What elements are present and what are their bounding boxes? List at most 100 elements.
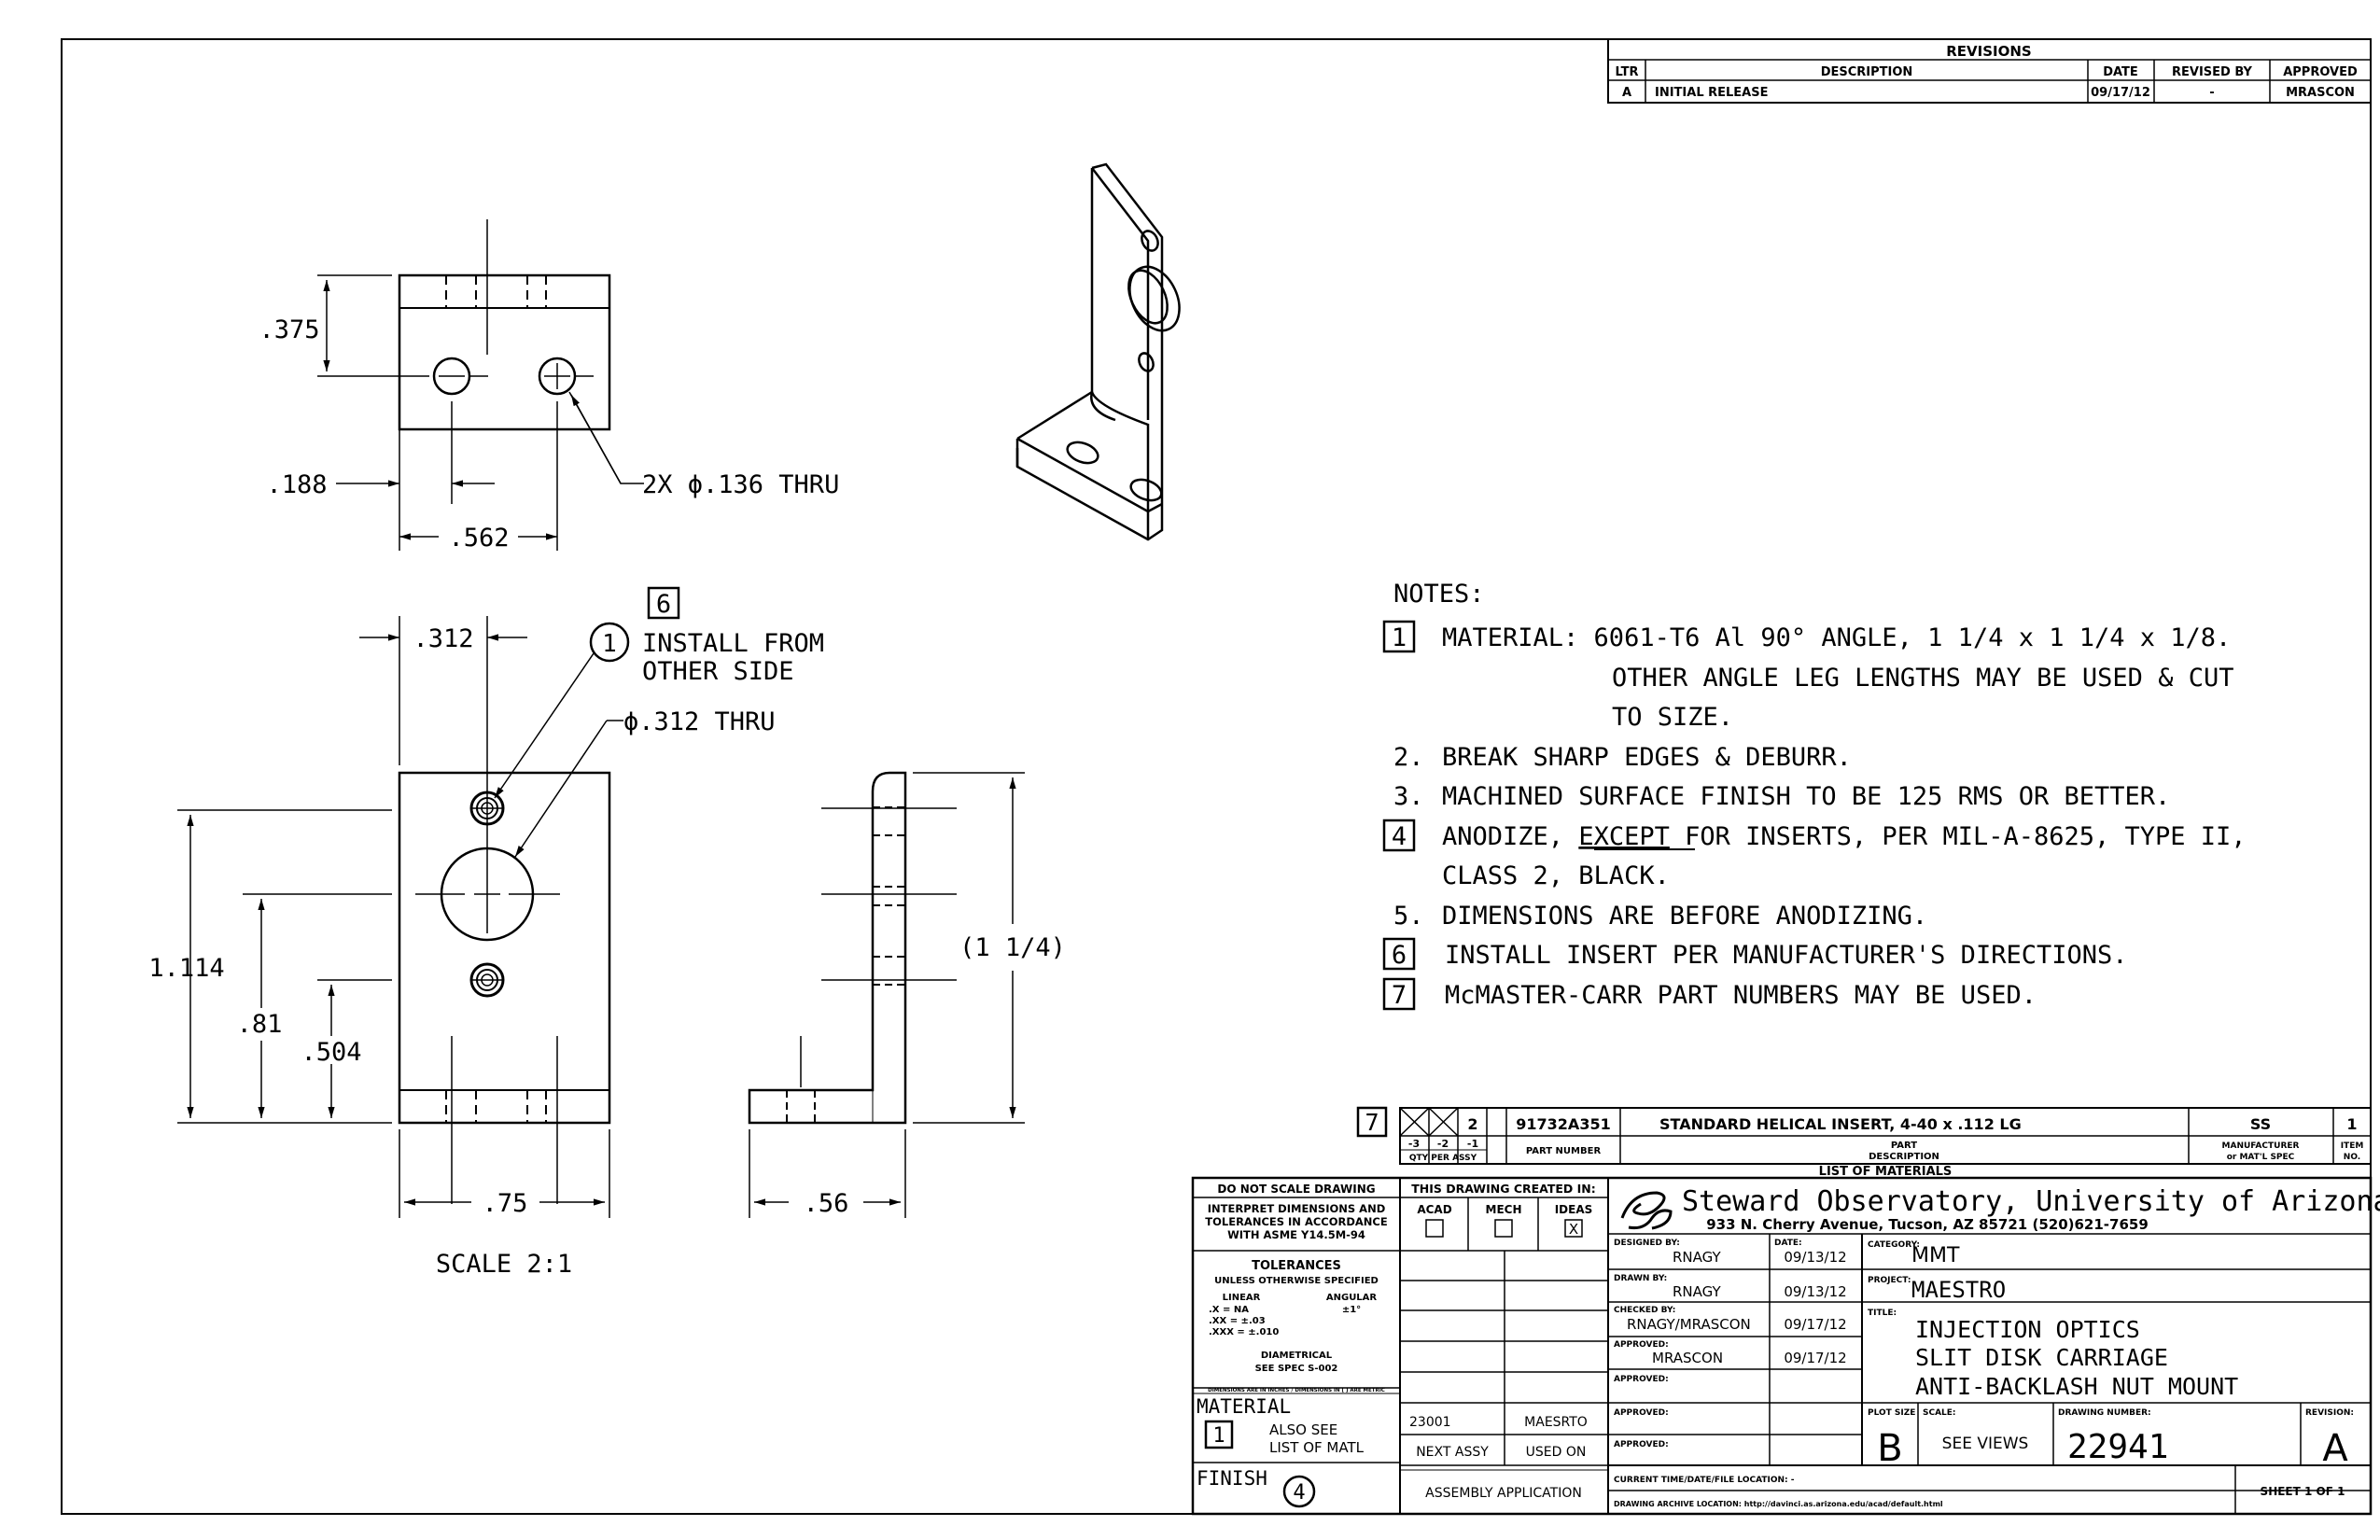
bom-item-header-2: NO.	[2344, 1153, 2360, 1162]
revisions-title: REVISIONS	[1946, 43, 2031, 60]
revisions-header-description: DESCRIPTION	[1821, 65, 1913, 79]
tol-angular-label: ANGULAR	[1326, 1293, 1378, 1303]
designed-by: RNAGY	[1673, 1249, 1722, 1266]
note-4-post: FOR INSERTS, PER MIL-A-8625, TYPE II,	[1670, 822, 2247, 851]
cad-mech-label: MECH	[1486, 1203, 1522, 1216]
bom-desc-header-1: PART	[1891, 1141, 1917, 1151]
used-on-value: MAESRTO	[1524, 1415, 1588, 1430]
drawn-by-label: DRAWN BY:	[1614, 1274, 1667, 1283]
revision-ltr: A	[1622, 86, 1631, 100]
revision-field: A	[2322, 1427, 2348, 1470]
bom-material: SS	[2250, 1115, 2271, 1133]
cad-acad-label: ACAD	[1417, 1203, 1451, 1216]
title-line-3: ANTI-BACKLASH NUT MOUNT	[1915, 1373, 2238, 1400]
title-line-1: INJECTION OPTICS	[1915, 1316, 2140, 1343]
top-hole-callout: 2X ϕ.136 THRU	[642, 470, 839, 499]
revision-approved: MRASCON	[2286, 86, 2355, 100]
bom-col-m3: -3	[1408, 1138, 1420, 1150]
bom-desc-header-2: DESCRIPTION	[1869, 1152, 1939, 1162]
drawn-by: RNAGY	[1673, 1283, 1722, 1300]
approved-4-label: APPROVED:	[1614, 1440, 1669, 1449]
cad-ideas-label: IDEAS	[1555, 1203, 1593, 1216]
interpret-line-3: WITH ASME Y14.5M-94	[1227, 1228, 1365, 1241]
note-3-tag: 3.	[1393, 782, 1424, 811]
note-7-tag: 7	[1392, 981, 1407, 1010]
tolerances-title: TOLERANCES	[1252, 1259, 1341, 1273]
title-block: DO NOT SCALE DRAWING INTERPRET DIMENSION…	[1191, 1176, 2380, 1516]
also-see-line-2: LIST OF MATL	[1269, 1439, 1365, 1456]
date-label: DATE:	[1774, 1239, 1802, 1248]
bom-part-number: 91732A351	[1516, 1115, 1610, 1133]
note-3-text: MACHINED SURFACE FINISH TO BE 125 RMS OR…	[1442, 782, 2170, 811]
sheet-border	[61, 38, 2372, 1515]
units-note: DIMENSIONS ARE IN INCHES / DIMENSIONS IN…	[1208, 1388, 1385, 1393]
designed-by-label: DESIGNED BY:	[1614, 1239, 1680, 1248]
designed-date: 09/13/12	[1784, 1249, 1846, 1266]
note-6-text: INSTALL INSERT PER MANUFACTURER'S DIRECT…	[1445, 941, 2128, 970]
dim-188: .188	[266, 470, 327, 499]
interpret-line-1: INTERPRET DIMENSIONS AND	[1208, 1202, 1386, 1215]
bom-description: STANDARD HELICAL INSERT, 4-40 x .112 LG	[1659, 1115, 2022, 1133]
bom-item: 1	[2346, 1115, 2357, 1133]
revision-field-label: REVISION:	[2305, 1408, 2354, 1418]
bom-material-header-1: MANUFACTURER	[2222, 1141, 2300, 1151]
also-see-line-1: ALSO SEE	[1269, 1421, 1337, 1438]
dim-312: .312	[413, 624, 473, 653]
tol-see-spec: SEE SPEC S-002	[1255, 1364, 1338, 1374]
revision-date: 09/17/12	[2091, 86, 2150, 100]
note-4-except: EXCEPT	[1578, 822, 1670, 851]
category-label: CATEGORY:	[1868, 1240, 1920, 1250]
project: MAESTRO	[1911, 1277, 2006, 1303]
bom-item-header-1: ITEM	[2341, 1141, 2364, 1151]
org-address: 933 N. Cherry Avenue, Tucson, AZ 85721 (…	[1706, 1216, 2149, 1233]
install-from-line2: OTHER SIDE	[642, 657, 794, 686]
tol-x: .X = NA	[1209, 1305, 1249, 1315]
dim-114-ref: (1 1/4)	[959, 933, 1066, 962]
created-in-label: THIS DRAWING CREATED IN:	[1411, 1182, 1596, 1196]
plot-size: B	[1877, 1427, 1902, 1470]
bom-col-m1: -1	[1467, 1138, 1478, 1150]
finish-label: FINISH	[1197, 1467, 1267, 1490]
note-5-tag: 5.	[1393, 902, 1424, 931]
scale-field-label: SCALE:	[1923, 1408, 1956, 1418]
title-line-2: SLIT DISK CARRIAGE	[1915, 1344, 2168, 1371]
bom-col-m2: -2	[1437, 1138, 1449, 1150]
note-1-line1: MATERIAL: 6061-T6 Al 90° ANGLE, 1 1/4 x …	[1442, 623, 2231, 652]
dim-1114: 1.114	[148, 954, 224, 983]
dim-56: .56	[804, 1189, 849, 1218]
checked-date: 09/17/12	[1784, 1316, 1846, 1333]
note-1-line3: TO SIZE.	[1612, 703, 1733, 732]
notes-block: NOTES: 1 MATERIAL: 6061-T6 Al 90° ANGLE,…	[1382, 580, 2247, 1011]
drawing-number-label: DRAWING NUMBER:	[2058, 1408, 2151, 1418]
tolerances-unless: UNLESS OTHERWISE SPECIFIED	[1214, 1276, 1379, 1286]
list-of-materials-title: LIST OF MATERIALS	[1819, 1165, 1953, 1179]
dim-504: .504	[301, 1038, 361, 1067]
side-view: (1 1/4) .56	[748, 771, 1066, 1218]
insert-balloon: 1	[602, 630, 617, 658]
approved-3-label: APPROVED:	[1614, 1408, 1669, 1418]
dim-75: .75	[483, 1189, 528, 1218]
note-2-tag: 2.	[1393, 743, 1424, 772]
tol-xxx: .XXX = ±.010	[1209, 1327, 1279, 1337]
checked-by: RNAGY/MRASCON	[1627, 1316, 1751, 1333]
next-assy-label: NEXT ASSY	[1416, 1445, 1489, 1460]
dim-375: .375	[259, 315, 319, 344]
note-4-tag: 4	[1392, 822, 1407, 851]
do-not-scale: DO NOT SCALE DRAWING	[1217, 1183, 1375, 1196]
steward-logo	[1620, 1191, 1673, 1230]
scale-label: SCALE 2:1	[436, 1250, 572, 1279]
approved-label: APPROVED:	[1614, 1340, 1669, 1350]
ideas-check-mark: X	[1569, 1221, 1578, 1238]
approved-date: 09/17/12	[1784, 1350, 1846, 1366]
used-on-label: USED ON	[1526, 1445, 1587, 1460]
revisions-header-date: DATE	[2103, 65, 2138, 79]
note-4-line2: CLASS 2, BLACK.	[1442, 861, 1670, 890]
material-label: MATERIAL	[1197, 1395, 1291, 1418]
install-from-line1: INSTALL FROM	[642, 629, 824, 658]
title-label: TITLE:	[1868, 1309, 1897, 1318]
install-note-tag: 6	[656, 590, 671, 619]
note-4-pre: ANODIZE,	[1442, 822, 1578, 851]
note-1-line2: OTHER ANGLE LEG LENGTHS MAY BE USED & CU…	[1612, 664, 2233, 693]
drawn-date: 09/13/12	[1784, 1283, 1846, 1300]
